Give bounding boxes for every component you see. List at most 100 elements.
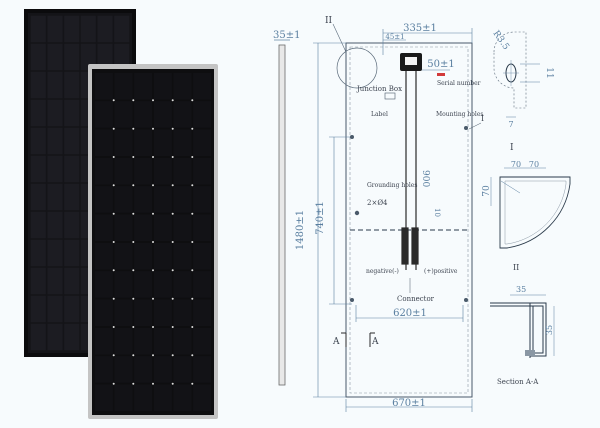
cell-gap-dot [152,127,154,130]
solar-cell [47,183,63,211]
label-connector: Connector [397,295,435,303]
cell-gap-dot [191,326,194,328]
solar-cell [114,214,133,242]
solar-cell [153,356,172,383]
panel-photo-front [88,64,218,419]
cell-gap-dot [112,127,115,130]
solar-cell [114,271,133,298]
dim-slot-height: 11 [544,67,554,78]
solar-cell [114,43,130,71]
label-positive: (+)positive [424,268,458,275]
solar-cell [173,327,192,355]
cell-gap-dot [132,127,135,130]
solar-cell [193,356,212,383]
solar-cell [173,214,192,242]
cell-gap-dot [132,156,135,158]
dim-corner-b: 70 [529,160,539,169]
cell-gap-dot [132,212,135,215]
caption-detail-ii: II [513,263,519,272]
solar-cell [153,101,172,128]
solar-cell [64,239,80,267]
cell-gap-dot [112,212,115,215]
label-grounding-holes: Grounding holes [367,182,417,189]
solar-cell [30,239,46,267]
cell-gap-dot [191,99,194,102]
solar-cell [114,327,133,355]
solar-cell [30,183,46,211]
cell-gap-dot [191,297,194,300]
solar-cell [80,43,96,71]
label-junction-box: Junction Box [356,85,402,93]
dim-radius: R3.5 [491,29,511,52]
dim-width: 670±1 [392,398,426,409]
dim-cable-length: 900 [420,170,430,187]
solar-cell [97,15,113,43]
solar-cell [30,267,46,295]
solar-cell [64,127,80,155]
cell-gap-dot [132,326,135,328]
cell-gap-dot [191,269,194,272]
solar-cell [47,239,63,267]
section-aa [490,294,555,358]
dim-length: 1480±1 [295,210,306,250]
cell-gap-dot [112,184,115,187]
solar-cell [47,99,63,127]
solar-cell [153,384,172,412]
caption-section-aa: Section A-A [497,378,539,386]
solar-cell [173,384,192,412]
label-label: Label [371,111,388,118]
cell-gap-dot [171,326,174,328]
solar-cell [94,214,113,242]
detail-i [493,31,540,118]
solar-cell [64,71,80,99]
cell-gap-dot [152,99,154,102]
cell-gap-dot [191,127,194,130]
label-serial-number: Serial number [437,80,481,87]
solar-cell [94,186,113,213]
solar-cell [134,327,153,355]
solar-cell [114,384,133,412]
marker-i: I [481,114,484,123]
dim-thickness: 35±1 [273,30,300,41]
solar-cell [134,271,153,298]
solar-cell [114,157,133,185]
solar-cell [64,155,80,183]
section-mark-right: A [371,337,379,347]
solar-cell [173,299,192,327]
solar-cell [114,356,133,383]
cell-gap-dot [152,241,154,243]
solar-cell [97,43,113,71]
label-grounding-spec: 2×Ø4 [367,199,388,207]
solar-cell [94,356,113,383]
solar-cell [193,72,212,100]
solar-cell [30,99,46,127]
cell-gap-dot [171,127,174,130]
cell-gap-dot [191,156,194,158]
cell-gap-dot [171,382,174,385]
cell-gap-dot [132,382,135,385]
solar-cell [30,127,46,155]
cell-gap-dot [132,184,135,187]
solar-cell [64,43,80,71]
cell-gap-dot [132,99,135,102]
solar-cell [173,101,192,128]
solar-cell [173,271,192,298]
cell-gap-dot [132,269,135,272]
cell-gap-dot [171,269,174,272]
cell-gap-dot [112,269,115,272]
dim-label-offset: 50±1 [427,59,454,70]
solar-cell [193,327,212,355]
junction-box [400,53,422,71]
label-negative: negative(-) [366,268,399,275]
cell-gap-dot [171,241,174,243]
cell-gap-dot [152,354,154,357]
solar-cell [47,295,63,323]
solar-cell [193,384,212,412]
cell-gap-dot [132,354,135,357]
solar-cell [134,101,153,128]
dim-half-length: 740±1 [315,201,326,235]
cell-gap-dot [112,326,115,328]
label-mounting-holes: Mounting holes [436,111,483,118]
solar-cell [114,72,133,100]
